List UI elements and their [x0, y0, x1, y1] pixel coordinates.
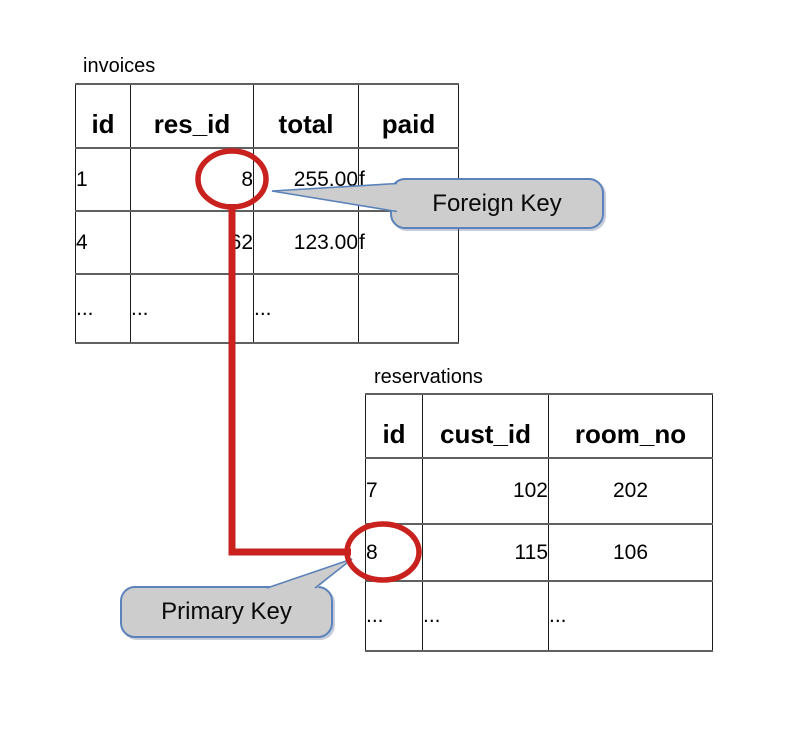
- table-cell: 115: [422, 523, 549, 582]
- table-cell: 102: [422, 457, 549, 525]
- table-cell: 7: [365, 457, 423, 525]
- reservations-table-title: reservations: [374, 366, 483, 388]
- table-cell: 4: [75, 210, 131, 275]
- primary-key-callout: Primary Key: [120, 586, 333, 638]
- column-header-cust-id: cust_id: [422, 393, 549, 459]
- table-row: ... ... ...: [75, 273, 459, 344]
- invoices-table-title: invoices: [83, 55, 156, 77]
- table-cell: ...: [365, 580, 423, 652]
- column-header-id: id: [365, 393, 423, 459]
- invoices-header-row: id res_id total paid: [75, 83, 459, 149]
- table-cell: 202: [548, 457, 713, 525]
- column-header-total: total: [253, 83, 359, 149]
- table-cell: 123.00: [253, 210, 359, 275]
- column-header-res-id: res_id: [130, 83, 254, 149]
- table-cell: [358, 273, 459, 344]
- table-cell: ...: [253, 273, 359, 344]
- table-row: ... ... ...: [365, 580, 713, 652]
- table-cell: ...: [75, 273, 131, 344]
- primary-key-callout-tail-edge: [266, 558, 353, 589]
- foreign-key-callout: Foreign Key: [390, 178, 604, 229]
- primary-key-callout-tail: [266, 559, 352, 589]
- table-cell: 62: [130, 210, 254, 275]
- reservations-table: id cust_id room_no 7 102 202 8 115 106 .…: [365, 393, 713, 652]
- table-cell: 1: [75, 147, 131, 212]
- table-row: 7 102 202: [365, 457, 713, 525]
- table-row: 8 115 106: [365, 523, 713, 582]
- column-header-paid: paid: [358, 83, 459, 149]
- primary-key-label: Primary Key: [161, 598, 292, 625]
- column-header-id: id: [75, 83, 131, 149]
- reservations-header-row: id cust_id room_no: [365, 393, 713, 459]
- table-cell-foreign-key-value: 8: [130, 147, 254, 212]
- table-cell: 106: [548, 523, 713, 582]
- table-cell: ...: [548, 580, 713, 652]
- column-header-room-no: room_no: [548, 393, 713, 459]
- table-cell: ...: [422, 580, 549, 652]
- foreign-key-label: Foreign Key: [432, 189, 562, 217]
- table-cell: ...: [130, 273, 254, 344]
- table-cell: 255.00: [253, 147, 359, 212]
- primary-key-callout-tail-edge: [314, 558, 353, 589]
- table-cell-primary-key-value: 8: [365, 523, 423, 582]
